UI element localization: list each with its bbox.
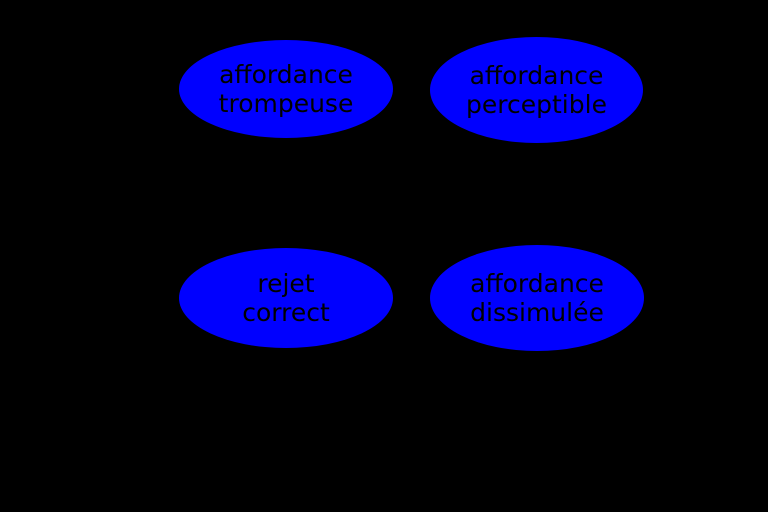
node-label-line1: affordance xyxy=(470,268,604,298)
node-label-line2: perceptible xyxy=(466,90,607,119)
node-affordance-dissimulee[interactable]: affordance dissimulée xyxy=(430,245,644,351)
node-rejet-correct[interactable]: rejet correct xyxy=(179,248,393,348)
node-label-line1: rejet xyxy=(257,268,315,298)
node-label-line2: trompeuse xyxy=(218,89,354,118)
node-label-line1: affordance xyxy=(469,60,604,90)
node-label-line2: correct xyxy=(242,298,330,327)
node-affordance-trompeuse[interactable]: affordance trompeuse xyxy=(179,40,393,138)
node-affordance-perceptible[interactable]: affordance perceptible xyxy=(430,37,643,143)
node-label-line2: dissimulée xyxy=(470,298,604,327)
node-label-line1: affordance xyxy=(219,59,353,89)
